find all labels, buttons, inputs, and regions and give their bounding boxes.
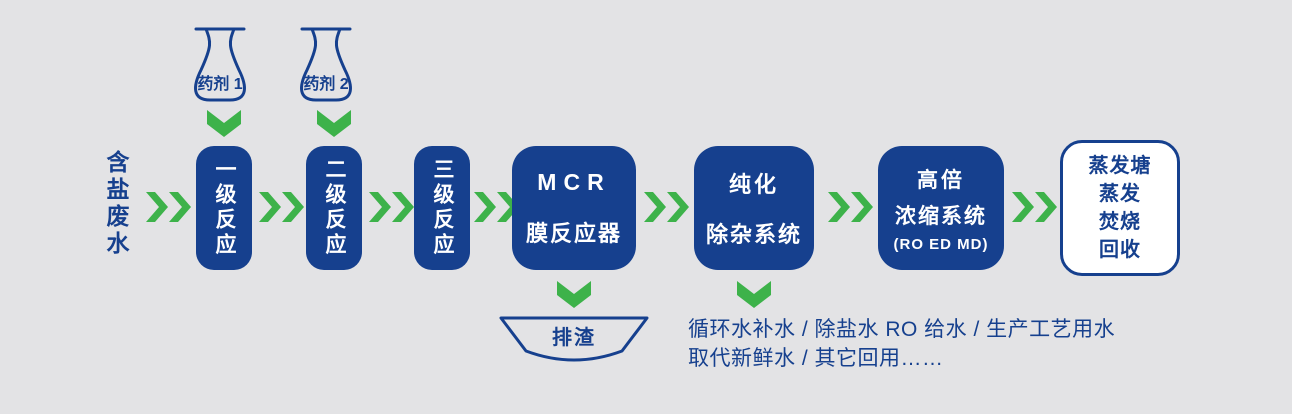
down-arrow-icon xyxy=(737,281,771,308)
flow-arrow-icon xyxy=(259,192,304,222)
concentrate-subtitle: 浓缩系统 xyxy=(895,204,987,228)
flow-arrow-icon xyxy=(828,192,873,222)
stage-label: 三级反应 xyxy=(431,158,454,258)
reuse-note-line-1: 循环水补水 / 除盐水 RO 给水 / 生产工艺用水 xyxy=(688,318,1116,341)
flow-arrow-icon xyxy=(369,192,414,222)
stage-box-disposal-recovery: 蒸发塘 蒸发 焚烧 回收 xyxy=(1060,140,1180,276)
reagent-2-label: 药剂 2 xyxy=(303,76,349,93)
slag-label: 排渣 xyxy=(552,326,596,349)
flask-icon xyxy=(194,27,246,102)
down-arrow-icon xyxy=(207,110,241,137)
purify-subtitle: 除杂系统 xyxy=(705,222,802,247)
down-arrow-icon xyxy=(317,110,351,137)
reagent-flask-1: 药剂 1 xyxy=(180,22,260,108)
stage-box-concentration-system: 高倍 浓缩系统 (RO ED MD) xyxy=(878,146,1004,270)
concentrate-title: 高倍 xyxy=(917,168,965,192)
disposal-line-1: 蒸发塘 xyxy=(1088,155,1152,177)
mcr-title: MCR xyxy=(537,168,611,195)
flow-arrow-icon xyxy=(1012,192,1057,222)
disposal-line-3: 焚烧 xyxy=(1099,211,1141,233)
disposal-line-4: 回收 xyxy=(1099,239,1141,261)
slag-hopper-shape xyxy=(499,316,649,362)
flow-arrow-icon xyxy=(644,192,689,222)
concentrate-tech-label: (RO ED MD) xyxy=(893,235,989,253)
source-water-label: 含盐废水 xyxy=(103,150,129,258)
mcr-subtitle: 膜反应器 xyxy=(525,220,622,246)
purify-title: 纯化 xyxy=(728,172,779,197)
stage-box-tertiary-reaction: 三级反应 xyxy=(414,146,470,270)
stage-box-mcr-membrane-reactor: MCR 膜反应器 xyxy=(512,146,636,270)
reuse-note: 循环水补水 / 除盐水 RO 给水 / 生产工艺用水 取代新鲜水 / 其它回用…… xyxy=(688,315,1115,373)
stage-label: 一级反应 xyxy=(213,158,236,258)
slag-discharge: 排渣 xyxy=(499,316,649,370)
flow-arrow-icon xyxy=(146,192,191,222)
down-arrow-icon xyxy=(557,281,591,308)
flask-icon xyxy=(300,27,352,102)
reagent-1-label: 药剂 1 xyxy=(197,76,243,93)
stage-box-secondary-reaction: 二级反应 xyxy=(306,146,362,270)
stage-label: 二级反应 xyxy=(323,158,346,258)
reagent-flask-2: 药剂 2 xyxy=(286,22,366,108)
disposal-line-2: 蒸发 xyxy=(1099,183,1141,205)
stage-box-purification-system: 纯化 除杂系统 xyxy=(694,146,814,270)
reuse-note-line-2: 取代新鲜水 / 其它回用…… xyxy=(688,347,944,370)
stage-box-primary-reaction: 一级反应 xyxy=(196,146,252,270)
